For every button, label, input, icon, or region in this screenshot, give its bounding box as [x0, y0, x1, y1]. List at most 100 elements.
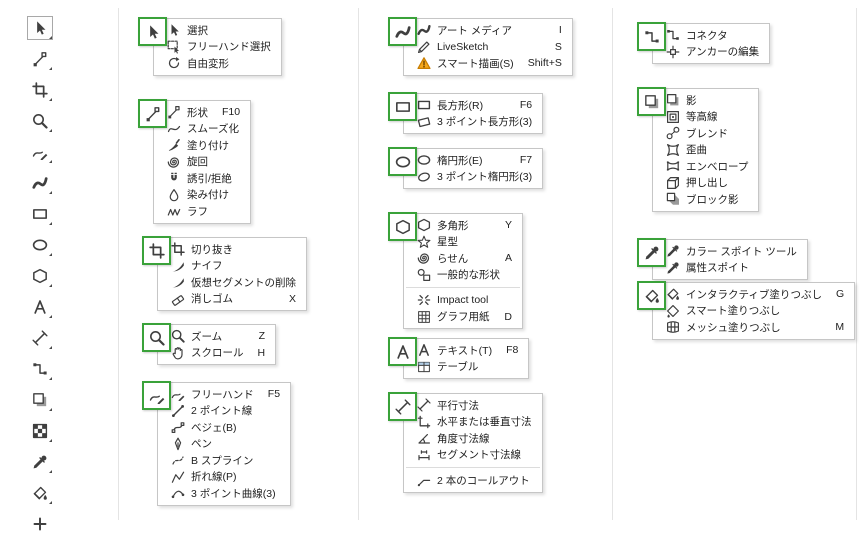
artistic-tool-badge[interactable]	[388, 17, 417, 46]
menu-item-smooth[interactable]: スムーズ化	[154, 121, 250, 138]
menu-item-star[interactable]: 星型	[404, 234, 522, 251]
toolbox-freehand-tool[interactable]	[27, 140, 53, 164]
menu-item-contour[interactable]: 等高線	[653, 109, 758, 126]
menu-item-polyline[interactable]: 折れ線(P)	[158, 469, 290, 486]
menu-item-smear[interactable]: 塗り付け	[154, 137, 250, 154]
menu-item-ellipse[interactable]: 楕円形(E)F7	[404, 152, 542, 169]
three-point-rectangle-icon	[416, 114, 431, 129]
table-icon	[416, 359, 431, 374]
shape-tool-badge[interactable]	[138, 99, 167, 128]
menu-item-label: カラー スポイト ツール	[686, 245, 797, 258]
menu-item-envelope[interactable]: エンベロープ	[653, 158, 758, 175]
menu-item-pen[interactable]: ペン	[158, 436, 290, 453]
menu-item-parallel-dimension[interactable]: 平行寸法	[404, 397, 542, 414]
toolbox-rectangle-tool[interactable]	[27, 202, 53, 226]
menu-item-select[interactable]: 選択	[154, 22, 281, 39]
menu-item-virtual-segment-delete[interactable]: 仮想セグメントの削除	[158, 274, 306, 291]
menu-item-rectangle[interactable]: 長方形(R)F6	[404, 97, 542, 114]
text-tool-badge[interactable]	[388, 337, 417, 366]
connector-tool-badge[interactable]	[637, 22, 666, 51]
menu-item-smart-fill[interactable]: スマート塗りつぶし	[653, 303, 854, 320]
menu-item-b-spline[interactable]: B スプライン	[158, 452, 290, 469]
eyedropper-tool-badge[interactable]	[637, 238, 666, 267]
zoom-tool-badge[interactable]	[142, 323, 171, 352]
toolbox-add-tools-tool[interactable]	[27, 512, 53, 536]
menu-item-crop[interactable]: 切り抜き	[158, 241, 306, 258]
menu-item-attract-repel[interactable]: 誘引/拒絶	[154, 170, 250, 187]
menu-item-attribute-eyedropper[interactable]: 属性スポイト	[653, 260, 807, 277]
menu-item-drop-shadow[interactable]: 影	[653, 92, 758, 109]
toolbox-color-eyedropper-tool[interactable]	[27, 450, 53, 474]
menu-item-impact-tool[interactable]: Impact tool	[404, 292, 522, 309]
rectangle-tool-badge[interactable]	[388, 92, 417, 121]
attribute-eyedropper-icon	[665, 260, 680, 275]
toolbox-dimension-tool[interactable]	[27, 326, 53, 350]
menu-item-shortcut: F8	[506, 344, 519, 357]
crop-tool-badge[interactable]	[142, 236, 171, 265]
toolbox-pick-tool[interactable]	[27, 16, 53, 40]
menu-item-distort[interactable]: 歪曲	[653, 142, 758, 159]
menu-item-freehand-pick[interactable]: フリーハンド選択	[154, 39, 281, 56]
toolbox-crop-tool[interactable]	[27, 78, 53, 102]
curve-tool-badge[interactable]	[142, 381, 171, 410]
menu-item-angular-dimension[interactable]: 角度寸法線	[404, 430, 542, 447]
menu-item-smudge[interactable]: 染み付け	[154, 187, 250, 204]
menu-item-label: スクロール	[191, 347, 244, 360]
menu-item-three-point-rectangle[interactable]: 3 ポイント長方形(3)	[404, 114, 542, 131]
menu-item-blend[interactable]: ブレンド	[653, 125, 758, 142]
menu-item-table[interactable]: テーブル	[404, 359, 528, 376]
menu-item-text[interactable]: テキスト(T)F8	[404, 342, 528, 359]
menu-item-block-shadow[interactable]: ブロック影	[653, 191, 758, 208]
menu-item-edit-anchor[interactable]: アンカーの編集	[653, 44, 769, 61]
toolbox-drop-shadow-tool[interactable]	[27, 388, 53, 412]
polygon-tool-badge[interactable]	[388, 212, 417, 241]
menu-item-roughen[interactable]: ラフ	[154, 203, 250, 220]
menu-item-color-eyedropper[interactable]: カラー スポイト ツール	[653, 243, 807, 260]
toolbox-text-tool[interactable]	[27, 295, 53, 319]
menu-item-connector[interactable]: コネクタ	[653, 27, 769, 44]
toolbox-polygon-tool[interactable]	[27, 264, 53, 288]
menu-item-label: 形状	[187, 106, 208, 119]
ellipse-tool-badge[interactable]	[388, 147, 417, 176]
toolbox-connector-tool[interactable]	[27, 357, 53, 381]
menu-item-twirl[interactable]: 旋回	[154, 154, 250, 171]
toolbox-ellipse-tool[interactable]	[27, 233, 53, 257]
smooth-icon	[166, 121, 181, 136]
menu-item-bezier[interactable]: ベジェ(B)	[158, 419, 290, 436]
dimension-tool-badge[interactable]	[388, 392, 417, 421]
toolbox-transparency-tool[interactable]	[27, 419, 53, 443]
menu-item-smart-drawing[interactable]: スマート描画(S)Shift+S	[404, 55, 572, 72]
menu-item-knife[interactable]: ナイフ	[158, 258, 306, 275]
menu-item-two-leg-callout[interactable]: 2 本のコールアウト	[404, 472, 542, 489]
toolbox-zoom-tool[interactable]	[27, 109, 53, 133]
menu-item-label: コネクタ	[686, 29, 728, 42]
menu-item-horizontal-vertical-dimension[interactable]: 水平または垂直寸法	[404, 414, 542, 431]
toolbox-interactive-fill-tool[interactable]	[27, 481, 53, 505]
toolbox-shape-tool[interactable]	[27, 47, 53, 71]
menu-item-three-point-curve[interactable]: 3 ポイント曲線(3)	[158, 485, 290, 502]
fill-tool-badge[interactable]	[637, 281, 666, 310]
menu-item-extrude[interactable]: 押し出し	[653, 175, 758, 192]
menu-item-two-point-line[interactable]: 2 ポイント線	[158, 403, 290, 420]
pick-tool-badge[interactable]	[138, 17, 167, 46]
menu-item-label: 楕円形(E)	[437, 154, 483, 167]
menu-item-common-shapes[interactable]: 一般的な形状	[404, 267, 522, 284]
toolbox-artistic-media-tool[interactable]	[27, 171, 53, 195]
effects-tool-badge[interactable]	[637, 87, 666, 116]
menu-item-free-transform[interactable]: 自由変形	[154, 55, 281, 72]
flyout-corner-arrow	[49, 284, 52, 287]
menu-item-segment-dimension[interactable]: セグメント寸法線	[404, 447, 542, 464]
menu-item-three-point-ellipse[interactable]: 3 ポイント楕円形(3)	[404, 169, 542, 186]
